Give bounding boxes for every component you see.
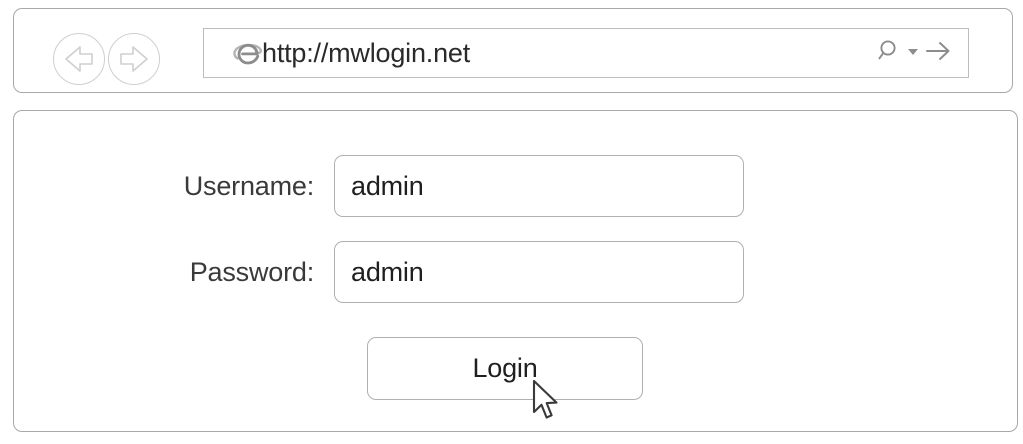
chevron-down-icon[interactable] (906, 44, 920, 63)
arrow-left-circle-icon (54, 34, 104, 84)
internet-explorer-icon (218, 36, 263, 70)
username-label: Username: (183, 170, 314, 201)
password-input[interactable]: admin (334, 241, 744, 303)
login-button[interactable]: Login (367, 337, 643, 400)
username-row: Username: admin (14, 155, 744, 217)
arrow-right-icon[interactable] (924, 39, 952, 68)
password-label: Password: (189, 256, 314, 287)
password-row: Password: admin (14, 241, 744, 303)
address-bar-tools (876, 38, 952, 69)
login-page-panel: Username: admin Password: admin Login (13, 110, 1018, 432)
arrow-right-circle-icon (109, 34, 159, 84)
back-button[interactable] (53, 33, 105, 85)
url-text[interactable]: http://mwlogin.net (262, 37, 471, 68)
browser-toolbar: http://mwlogin.net (13, 8, 1013, 93)
forward-button[interactable] (108, 33, 160, 85)
username-input[interactable]: admin (334, 155, 744, 217)
address-bar[interactable]: http://mwlogin.net (203, 28, 969, 78)
search-icon[interactable] (876, 38, 902, 69)
